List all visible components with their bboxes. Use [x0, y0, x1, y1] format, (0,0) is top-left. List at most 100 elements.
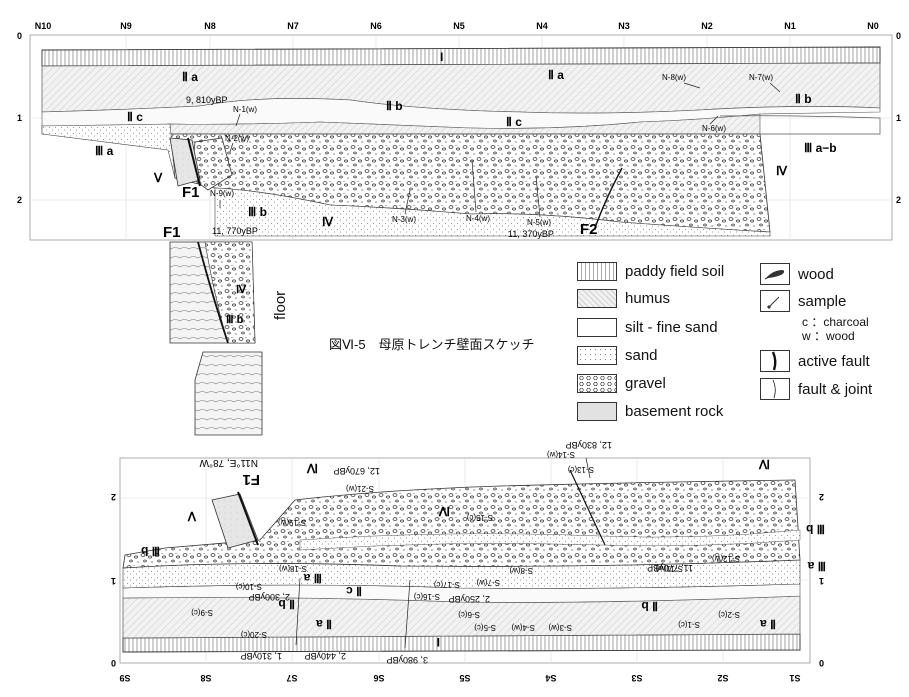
layer-label: Ⅱ a	[316, 617, 332, 631]
active-fault-icon	[760, 350, 790, 372]
date-label: 1, 310yBP	[240, 651, 282, 661]
layer-IIIb-sand-band	[299, 529, 801, 551]
layer-label: Ⅲ a	[807, 559, 826, 573]
station-label: N6	[370, 21, 382, 31]
layer-label: Ⅳ	[438, 504, 450, 518]
legend-label: fault & joint	[798, 380, 873, 398]
layer-V-rock	[169, 137, 201, 187]
layer-label: I	[440, 50, 443, 64]
sample-label: S-8(w)	[509, 566, 533, 575]
fault-label: F1	[163, 224, 181, 241]
swatch-rock	[577, 402, 617, 421]
sample-label: S-12(w)	[712, 554, 740, 563]
date-label: 12, 830yBP	[565, 440, 612, 450]
layer-label: Ⅱ a	[760, 617, 776, 631]
sample-label: S-18(w)	[279, 564, 307, 573]
fault-label: F1	[242, 471, 260, 488]
layer-label: Ⅱ c	[127, 110, 143, 124]
depth-label: 2	[896, 195, 901, 205]
layer-label: Ⅱ c	[506, 115, 522, 129]
layer-label: Ⅳ	[236, 284, 247, 296]
date-label: 9, 810yBP	[186, 95, 228, 105]
legend-item-fault-joint: fault & joint	[760, 378, 872, 400]
side-fault-line	[197, 241, 229, 344]
fault-F2-line	[594, 167, 623, 229]
fault-F1-line	[187, 137, 201, 187]
sample-label: S-7(w)	[476, 578, 500, 587]
legend-item-humus: humus	[577, 289, 670, 308]
legend-label: sand	[625, 347, 658, 364]
fault-joint-icon	[760, 378, 790, 400]
bottom-station-labels: S9 S8 S7 S6 S5 S4 S3 S2 S1	[119, 673, 800, 683]
figure-caption: 図Ⅵ-5 母原トレンチ壁面スケッチ	[329, 337, 535, 352]
sample-label: S-6(c)	[458, 610, 480, 619]
layer-IV-sand	[214, 187, 771, 237]
sample-label: S-15(c)	[466, 513, 493, 522]
swatch-silt	[577, 318, 617, 337]
legend-label: silt - fine sand	[625, 319, 718, 336]
station-label: S6	[373, 673, 384, 683]
depth-label: 1	[17, 113, 22, 123]
layer-label: I	[437, 635, 440, 649]
station-label: S5	[459, 673, 470, 683]
orientation-label: N11°E, 78°W	[199, 457, 258, 468]
station-label: N3	[618, 21, 630, 31]
legend-label: paddy field soil	[625, 263, 725, 280]
sample-code-wood: w ：wood	[802, 329, 855, 343]
legend-item-sand: sand	[577, 346, 658, 365]
legend-item-silt: silt - fine sand	[577, 318, 718, 337]
swatch-paddy	[577, 262, 617, 281]
layer-label: Ⅱ a	[182, 70, 198, 84]
layer-V-rock	[211, 493, 259, 549]
layer-label: Ⅱ a	[548, 68, 564, 82]
station-label: S4	[545, 673, 556, 683]
sample-label: S-9(c)	[191, 608, 213, 617]
station-label: N10	[35, 21, 52, 31]
date-label: 2, 250yBP	[448, 594, 490, 604]
date-label: 2, 300yBP	[248, 592, 290, 602]
layer-label: Ⅲ b	[226, 314, 244, 326]
sample-label: N-2(w)	[225, 134, 249, 143]
legend-label: gravel	[625, 375, 666, 392]
sample-label: S-4(w)	[511, 623, 535, 632]
depth-label: 2	[819, 492, 824, 502]
depth-label: 0	[819, 658, 824, 668]
layer-label: Ⅳ	[322, 215, 334, 229]
sample-label: S-3(w)	[548, 623, 572, 632]
side-lower-panel	[194, 351, 263, 436]
sample-label: S-14(w)	[547, 450, 575, 459]
legend-item-gravel: gravel	[577, 374, 666, 393]
legend-label: humus	[625, 290, 671, 307]
layer-gravel-main	[122, 479, 801, 569]
layer-label: Ⅲ a	[303, 571, 322, 585]
sample-label: S-13(c)	[567, 465, 594, 474]
depth-label: 0	[17, 31, 22, 41]
sample-icon	[760, 290, 790, 312]
layer-label: Ⅱ b	[278, 597, 295, 611]
depth-label: 2	[17, 195, 22, 205]
station-label: N5	[453, 21, 465, 31]
sample-label: S-2(c)	[718, 610, 740, 619]
layer-IIIa-sand	[41, 123, 176, 179]
wood-icon	[760, 263, 790, 285]
sample-label: S-10(c)	[235, 582, 262, 591]
fault-F1-line	[237, 491, 259, 546]
date-label: 11, 370yBP	[508, 229, 554, 239]
sample-label: S-19(w)	[278, 518, 306, 527]
station-label: S2	[717, 673, 728, 683]
layer-label: Ⅳ	[306, 461, 318, 475]
legend-label: active fault	[798, 352, 870, 370]
legend-label: wood	[798, 265, 834, 283]
legend-item-sample: sample	[760, 290, 846, 312]
station-label: S3	[631, 673, 642, 683]
sample-label: S-17(c)	[433, 580, 460, 589]
station-label: N4	[536, 21, 548, 31]
legend-label: basement rock	[625, 403, 724, 420]
date-label: 2, 440yBP	[304, 651, 346, 661]
sample-label: N-5(w)	[527, 218, 551, 227]
swatch-gravel	[577, 374, 617, 393]
sample-label: N-9(w)	[210, 189, 234, 198]
station-label: N8	[204, 21, 216, 31]
station-label: S7	[286, 673, 297, 683]
